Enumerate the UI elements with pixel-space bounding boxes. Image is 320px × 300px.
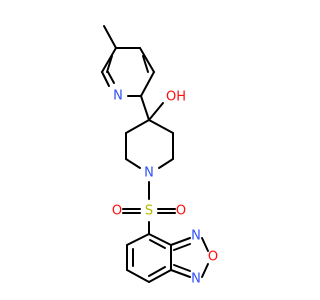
sulfonyl-oxygen-bonds: [122, 208, 176, 214]
oxadiazole-nitrogen-top-label: N: [191, 229, 201, 244]
oxadiazole-oxygen-label: O: [208, 250, 218, 265]
piperidine-ring: [125, 119, 174, 169]
benzene-ring: [126, 233, 172, 283]
aryl-link-bond: [140, 95, 150, 121]
pyridine-ring: [101, 47, 155, 97]
sulfur-label: S: [145, 204, 153, 219]
sulfonyl-oxygen-left-label: O: [112, 204, 122, 219]
oxadiazole-ring: [170, 237, 209, 278]
oxadiazole-nitrogen-bottom-label: N: [191, 272, 201, 287]
pyridine-nitrogen-label: N: [113, 89, 123, 104]
molecule-structure-diagram: N OH N S O O N O N: [101, 25, 218, 287]
piperidine-nitrogen-label: N: [144, 166, 154, 181]
sulfonyl-oxygen-right-label: O: [176, 204, 186, 219]
methyl-bond: [103, 25, 117, 49]
hydroxyl-label: OH: [166, 90, 186, 105]
hydroxyl-bond: [148, 102, 164, 121]
